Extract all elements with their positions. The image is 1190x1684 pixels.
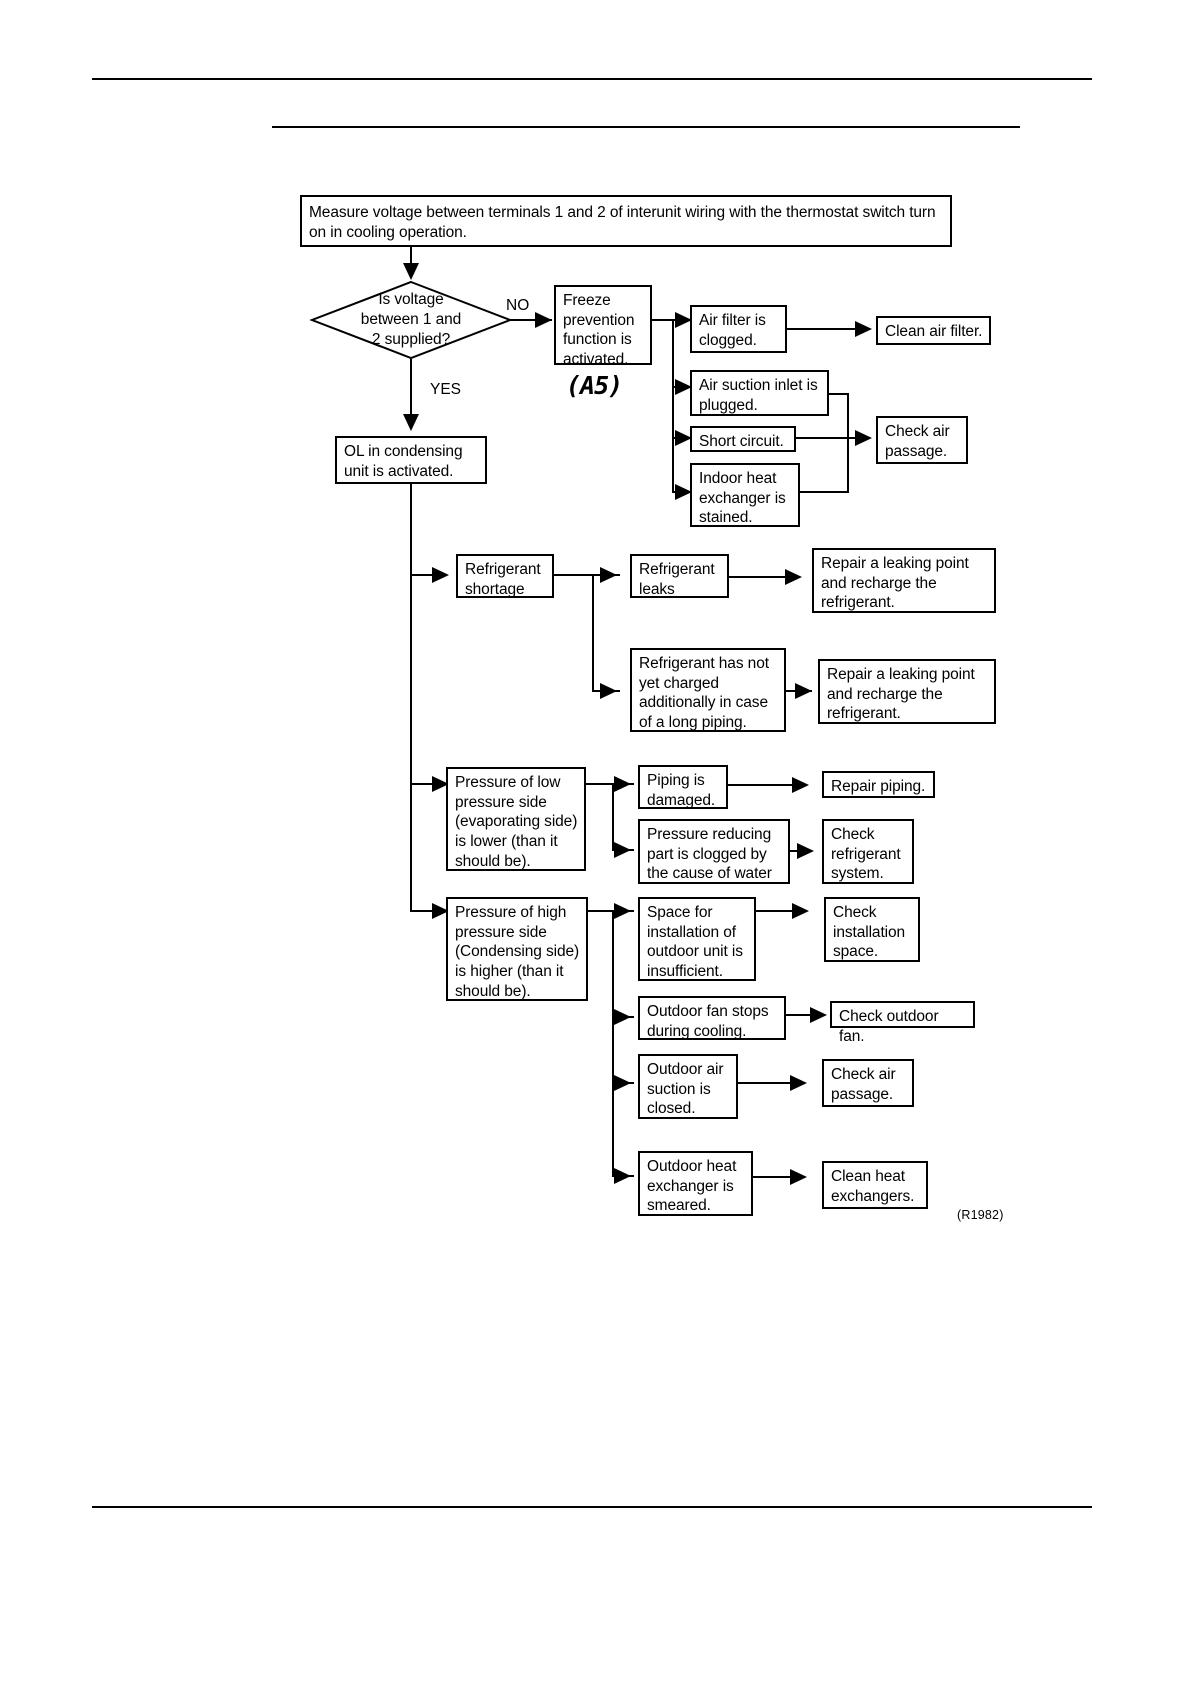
edge-outdoor-fan-to-check	[786, 1014, 820, 1016]
node-check-air-passage-1: Check air passage.	[876, 416, 968, 464]
edge-air-suction-to-check-passage	[738, 1082, 800, 1084]
node-start: Measure voltage between terminals 1 and …	[300, 195, 952, 247]
edge-air-filter-to-clean	[787, 328, 867, 330]
arrowhead-check-air-passage-1	[855, 430, 872, 446]
edge-piping-to-repair	[728, 784, 802, 786]
node-refrigerant-leaks: Refrigerant leaks	[630, 554, 729, 598]
node-high-pressure-side: Pressure of high pressure side (Condensi…	[446, 897, 588, 1001]
edge-ol-to-refrigerant-shortage	[410, 574, 446, 576]
edge-decision-no	[509, 319, 552, 321]
arrowhead-piping-damaged	[614, 776, 631, 792]
arrowhead-air-suction	[675, 379, 692, 395]
edge-leaks-to-repair-1	[729, 576, 795, 578]
node-ol-condensing: OL in condensing unit is activated.	[335, 436, 487, 484]
edge-outdoor-hx-to-clean	[753, 1176, 801, 1178]
edge-freeze-spine	[672, 319, 674, 493]
node-low-pressure-side: Pressure of low pressure side (evaporati…	[446, 767, 586, 871]
node-clean-heat-exchangers: Clean heat exchangers.	[822, 1161, 928, 1209]
arrowhead-outdoor-hx	[614, 1168, 631, 1184]
arrowhead-air-filter	[675, 312, 692, 328]
arrowhead-repair-leak-2	[795, 683, 812, 699]
edge-high-pressure-stub	[588, 910, 614, 912]
node-check-refrigerant-system: Check refrigerant system.	[822, 819, 914, 884]
label-branch-yes: YES	[430, 381, 462, 398]
edge-low-pressure-stub	[586, 783, 614, 785]
header-sub-rule	[272, 126, 1020, 128]
arrowhead-pressure-reducing	[614, 842, 631, 858]
arrowhead-repair-leak-1	[785, 569, 802, 585]
node-short-circuit: Short circuit.	[690, 426, 796, 452]
footer-rule	[92, 1506, 1092, 1508]
edge-ol-to-low-pressure	[410, 783, 446, 785]
edge-high-pressure-spine	[612, 910, 614, 1177]
edge-start-to-decision	[410, 247, 412, 272]
node-space-insufficient: Space for installation of outdoor unit i…	[638, 897, 756, 981]
node-repair-leak-2: Repair a leaking point and recharge the …	[818, 659, 996, 724]
node-clean-air-filter: Clean air filter.	[876, 316, 991, 345]
arrowhead-check-outdoor-fan	[810, 1007, 827, 1023]
arrowhead-outdoor-air-suction	[614, 1075, 631, 1091]
arrowhead-refrigerant-shortage	[432, 567, 449, 583]
node-check-installation-space: Check installation space.	[824, 897, 920, 962]
arrowhead-indoor-hx	[675, 484, 692, 500]
arrowhead-outdoor-fan	[614, 1009, 631, 1025]
arrowhead-low-pressure	[432, 776, 449, 792]
arrowhead-short-circuit	[675, 430, 692, 446]
node-outdoor-air-suction-closed: Outdoor air suction is closed.	[638, 1054, 738, 1119]
edge-indoor-hx-merge	[800, 491, 849, 493]
node-repair-leak-1: Repair a leaking point and recharge the …	[812, 548, 996, 613]
arrowhead-refrigerant-leaks	[600, 567, 617, 583]
edge-short-circuit-merge	[796, 437, 856, 439]
node-refrigerant-shortage: Refrigerant shortage	[456, 554, 554, 598]
edge-decision-yes	[410, 359, 412, 421]
node-outdoor-fan-stops: Outdoor fan stops during cooling.	[638, 996, 786, 1040]
arrowhead-repair-piping	[792, 777, 809, 793]
edge-refrig-shortage-spine	[592, 574, 594, 692]
node-air-filter-clogged: Air filter is clogged.	[690, 305, 787, 353]
arrowhead-high-pressure	[432, 903, 449, 919]
edge-merge-spine-air-passage	[847, 393, 849, 493]
arrowhead-decision-no	[535, 312, 552, 328]
node-refrigerant-not-charged: Refrigerant has not yet charged addition…	[630, 648, 786, 732]
node-indoor-heat-exchanger: Indoor heat exchanger is stained.	[690, 463, 800, 527]
arrowhead-check-installation-space	[792, 903, 809, 919]
node-air-suction-plugged: Air suction inlet is plugged.	[690, 370, 829, 416]
edge-air-suction-merge	[829, 393, 849, 395]
reference-code-label: (R1982)	[957, 1208, 1004, 1222]
node-repair-piping: Repair piping.	[822, 771, 935, 798]
arrowhead-start-to-decision	[403, 263, 419, 280]
edge-ol-main-spine	[410, 484, 412, 912]
header-rule	[92, 78, 1092, 80]
arrowhead-clean-air-filter	[855, 321, 872, 337]
edge-ol-to-high-pressure	[410, 910, 446, 912]
error-code-a5: (A5)	[566, 371, 623, 400]
edge-refrig-shortage-stub	[554, 574, 594, 576]
edge-low-pressure-spine	[612, 783, 614, 850]
edge-space-to-check-install	[756, 910, 802, 912]
arrowhead-refrigerant-not-charged	[600, 683, 617, 699]
node-pressure-reducing-clogged: Pressure reducing part is clogged by the…	[638, 819, 790, 884]
node-freeze-prevention: Freeze prevention function is activated.	[554, 285, 652, 368]
arrowhead-check-air-passage-2	[790, 1075, 807, 1091]
label-branch-no: NO	[506, 297, 530, 314]
decision-label: Is voltage between 1 and 2 supplied?	[360, 291, 462, 348]
node-decision: Is voltage between 1 and 2 supplied?	[309, 280, 513, 360]
diamond-shape	[309, 280, 513, 360]
arrowhead-space-insufficient	[614, 903, 631, 919]
arrowhead-check-refrigerant-system	[797, 843, 814, 859]
arrowhead-clean-heat-exchangers	[790, 1169, 807, 1185]
node-check-air-passage-2: Check air passage.	[822, 1059, 914, 1107]
node-piping-damaged: Piping is damaged.	[638, 765, 728, 809]
node-check-outdoor-fan: Check outdoor fan.	[830, 1001, 975, 1045]
edge-freeze-spine-stub	[652, 319, 674, 321]
node-outdoor-heat-exchanger-smeared: Outdoor heat exchanger is smeared.	[638, 1151, 753, 1216]
arrowhead-decision-yes	[403, 414, 419, 431]
